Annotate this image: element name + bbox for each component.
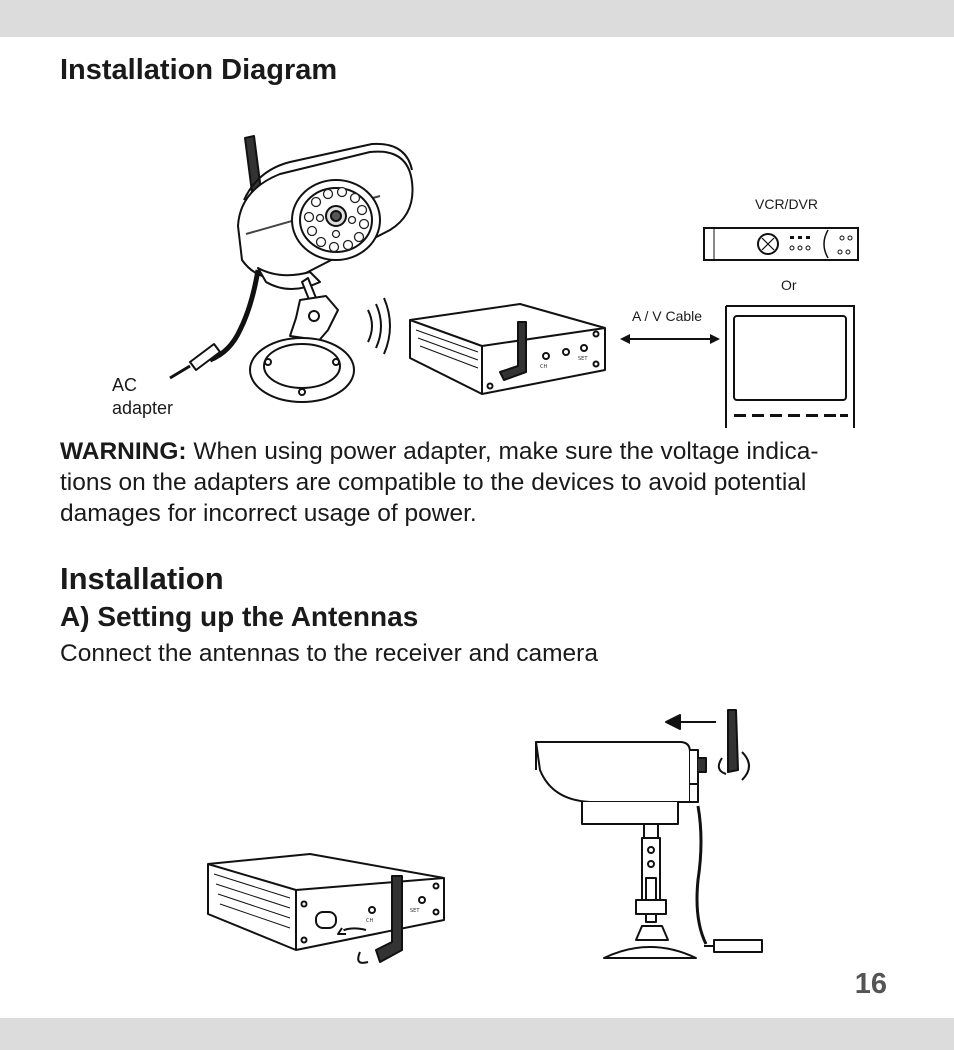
page-number: 16 (854, 968, 887, 1000)
receiver2-ch-text: CH (366, 918, 373, 924)
or-label: Or (781, 277, 797, 293)
camera-side-illustration (535, 709, 763, 959)
receiver-illustration: CH SET (409, 303, 606, 395)
av-cable-label: A / V Cable (632, 308, 703, 324)
bottom-band (0, 1018, 954, 1050)
ac-label: AC (112, 375, 138, 395)
adapter-label: adapter (112, 398, 174, 418)
receiver-ch-text: CH (540, 364, 547, 370)
warning-line-1: When using power adapter, make sure the … (186, 438, 819, 465)
antennas-instruction: Connect the antennas to the receiver and… (60, 640, 598, 667)
vcr-dvr-label: VCR/DVR (755, 196, 819, 212)
receiver2-set-text: SET (410, 908, 420, 914)
camera-illustration (169, 135, 414, 403)
warning-label: WARNING: (60, 438, 187, 465)
installation-diagram-heading: Installation Diagram (60, 54, 338, 86)
antennas-subheading: A) Setting up the Antennas (60, 601, 419, 632)
installation-heading: Installation (60, 561, 224, 596)
top-band (0, 0, 954, 37)
warning-line-2: tions on the adapters are compatible to … (60, 469, 807, 496)
monitor-illustration (725, 305, 855, 428)
vcr-dvr-illustration (703, 227, 859, 261)
receiver-set-text: SET (578, 356, 588, 362)
warning-line-3: damages for incorrect usage of power. (60, 500, 477, 527)
warning-paragraph: WARNING: When using power adapter, make … (60, 436, 880, 529)
receiver-antenna-illustration: CH SET (207, 853, 445, 964)
av-cable-arrow (620, 334, 720, 344)
